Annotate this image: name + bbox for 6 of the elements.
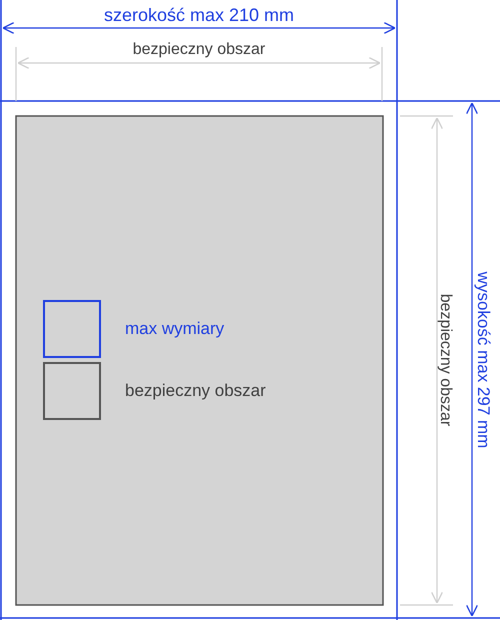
dimension-label: wysokość max 297 mm — [473, 272, 493, 448]
dimension-label: bezpieczny obszar — [436, 294, 455, 426]
dimension-label: bezpieczny obszar — [132, 40, 266, 60]
legend-label: max wymiary — [125, 318, 224, 340]
legend-label: bezpieczny obszar — [125, 380, 266, 402]
dimension-label: szerokość max 210 mm — [102, 4, 296, 26]
